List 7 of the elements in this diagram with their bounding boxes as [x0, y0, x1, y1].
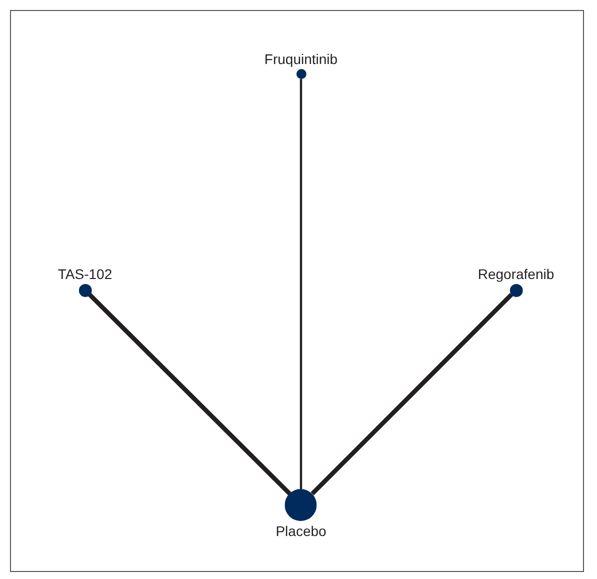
treatment-label: TAS-102 [58, 264, 112, 284]
comparison-line [310, 293, 513, 496]
treatment-label: Regorafenib [478, 264, 554, 284]
comparison-line [88, 292, 292, 496]
comparison-line [300, 79, 302, 489]
treatment-label: Fruquintinib [264, 50, 338, 69]
treatment-label: Placebo [276, 522, 326, 541]
